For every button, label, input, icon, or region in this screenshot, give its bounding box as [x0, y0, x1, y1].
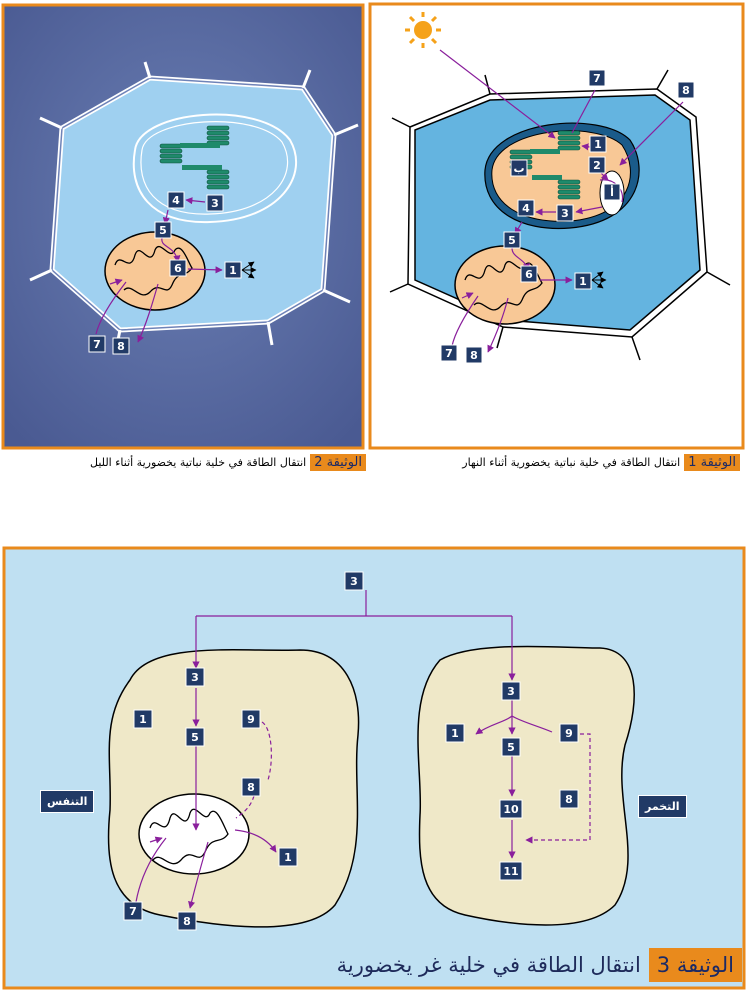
doc3-caption: الوثيقة 3 انتقال الطاقة في خلية غر يخضوري…	[248, 946, 742, 984]
num-box: 6	[169, 259, 187, 277]
num-label: 8	[470, 349, 478, 362]
day-panel	[368, 2, 745, 450]
num-box: 9	[241, 709, 261, 729]
num-label: أ	[610, 185, 614, 199]
night-chloroplast	[132, 113, 297, 224]
doc3-tag: الوثيقة 3	[648, 948, 742, 982]
num-box: 8	[241, 777, 261, 797]
num-box: 8	[112, 337, 130, 355]
num-label: 5	[508, 234, 516, 247]
num-label: 8	[183, 915, 191, 928]
num-label: 2	[593, 159, 601, 172]
num-box: 3	[206, 194, 224, 212]
num-box: 8	[559, 789, 579, 809]
num-box: 8	[177, 911, 197, 931]
num-label: 7	[129, 905, 137, 918]
num-box: 7	[588, 69, 606, 87]
non-chlorophyll-panel	[2, 546, 746, 990]
num-box: 5	[154, 221, 172, 239]
num-label: 11	[503, 865, 518, 878]
num-box: 7	[123, 901, 143, 921]
num-label: 8	[247, 781, 255, 794]
doc2-caption: الوثيقة 2انتقال الطاقة في خلية نباتية يخ…	[6, 454, 366, 471]
num-box: 5	[503, 231, 521, 249]
num-label: 8	[117, 340, 125, 353]
num-label: 1	[229, 264, 237, 277]
num-box: 2	[588, 156, 606, 174]
sun-icon	[405, 12, 441, 48]
num-box: 1	[589, 135, 607, 153]
num-box: ب	[510, 159, 528, 177]
num-label: 5	[191, 731, 199, 744]
num-label: 1	[579, 275, 587, 288]
num-box: 3	[185, 667, 205, 687]
num-label: 5	[507, 741, 515, 754]
num-label: 1	[451, 727, 459, 740]
num-box: 5	[185, 727, 205, 747]
num-label: 5	[159, 224, 167, 237]
num-label: 1	[284, 851, 292, 864]
night-panel	[1, 3, 365, 450]
num-label: 7	[93, 338, 101, 351]
respiration-mitochondrion	[138, 793, 250, 875]
num-label: 4	[522, 202, 530, 215]
num-label: 7	[445, 347, 453, 360]
number-boxes: 4 3 5 6 1 7 8 7 8 1 2 ب أ 4 3 5 6 1 7 8 …	[88, 69, 695, 931]
doc2-caption-text: انتقال الطاقة في خلية نباتية يخضورية أثن…	[90, 456, 307, 469]
respiration-cell	[107, 649, 360, 928]
num-box: 9	[559, 723, 579, 743]
respiration-label: التنفس	[40, 790, 95, 813]
num-box: 8	[677, 81, 695, 99]
num-box: 1	[278, 847, 298, 867]
num-box: 3	[556, 204, 574, 222]
num-box: 5	[501, 737, 521, 757]
num-box: 10	[499, 799, 523, 819]
num-box: 7	[440, 344, 458, 362]
num-box: 4	[517, 199, 535, 217]
num-label: 6	[525, 268, 533, 281]
num-label: 3	[350, 575, 358, 588]
num-box: أ	[603, 183, 621, 201]
num-label: 8	[682, 84, 690, 97]
num-label: 1	[594, 138, 602, 151]
num-label: 9	[247, 713, 255, 726]
doc2-tag: الوثيقة 2	[310, 454, 366, 471]
num-label: 3	[561, 207, 569, 220]
num-label: 6	[174, 262, 182, 275]
num-box: 1	[133, 709, 153, 729]
num-label: 8	[565, 793, 573, 806]
num-label: 4	[172, 194, 180, 207]
num-box: 1	[224, 261, 242, 279]
doc1-caption-text: انتقال الطاقة في خلية نباتية يخضورية أثن…	[462, 456, 681, 469]
num-label: 3	[191, 671, 199, 684]
num-label: ب	[513, 162, 524, 175]
fermentation-cell	[417, 645, 635, 926]
num-label: 1	[139, 713, 147, 726]
num-box: 7	[88, 335, 106, 353]
doc1-tag: الوثيقة 1	[684, 454, 740, 471]
num-box: 1	[574, 272, 592, 290]
doc1-caption: الوثيقة 1انتقال الطاقة في خلية نباتية يخ…	[370, 454, 740, 471]
num-label: 10	[503, 803, 519, 816]
num-box: 1	[445, 723, 465, 743]
num-box: 6	[520, 265, 538, 283]
num-label: 3	[507, 685, 515, 698]
num-box: 11	[499, 861, 523, 881]
num-box: 3	[344, 571, 364, 591]
num-label: 7	[593, 72, 601, 85]
num-box: 8	[465, 346, 483, 364]
num-label: 3	[211, 197, 219, 210]
num-box: 4	[167, 191, 185, 209]
num-box: 3	[501, 681, 521, 701]
num-label: 9	[565, 727, 573, 740]
doc3-caption-text: انتقال الطاقة في خلية غر يخضورية	[336, 953, 641, 977]
fermentation-label: التخمر	[638, 795, 687, 818]
